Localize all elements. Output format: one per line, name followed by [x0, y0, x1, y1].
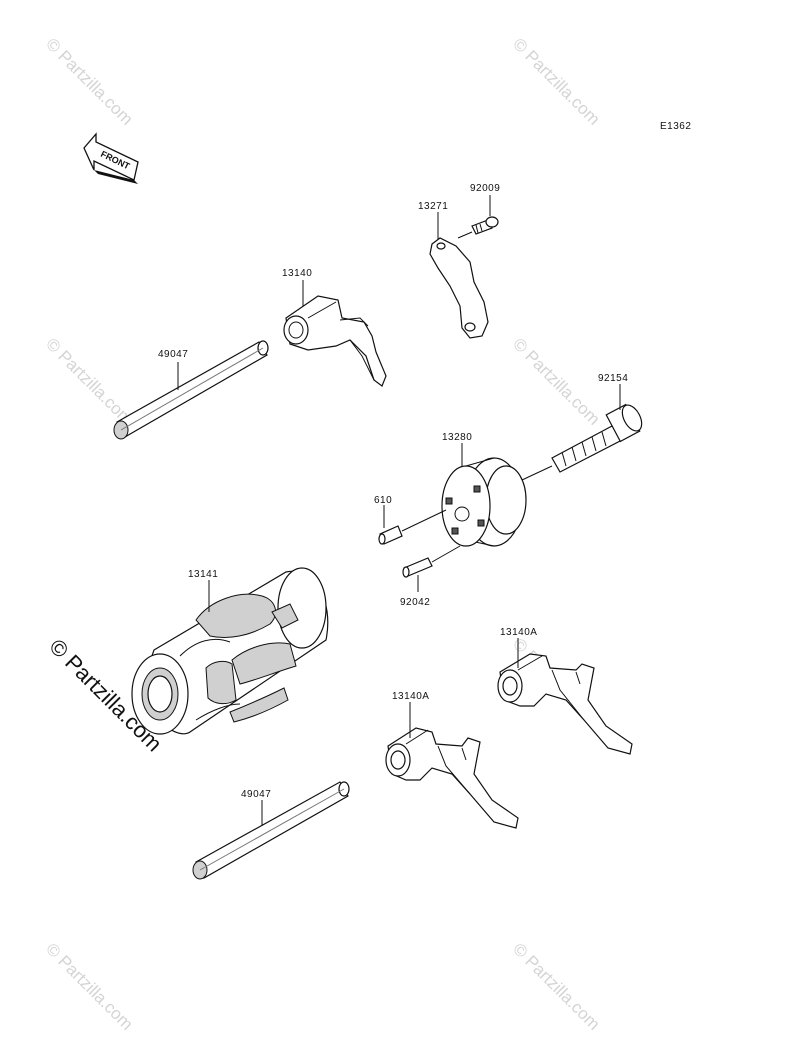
label-13271: 13271 [418, 201, 448, 212]
shift-drum-13141 [131, 567, 329, 735]
shift-fork-13140A-right [497, 653, 633, 755]
watermarks: © Partzilla.com © Partzilla.com © Partzi… [42, 34, 603, 1033]
plate-13271 [429, 237, 489, 339]
watermark: © Partzilla.com [42, 939, 136, 1033]
pin-92042 [402, 557, 433, 578]
label-49047-bottom: 49047 [241, 789, 271, 800]
watermark: © Partzilla.com [42, 34, 136, 128]
label-13140A-left: 13140A [392, 691, 429, 702]
shift-fork-13140A-left [385, 727, 519, 829]
label-92154: 92154 [598, 373, 628, 384]
shaft-49047-bottom [192, 781, 350, 880]
front-arrow-icon: FRONT [83, 132, 139, 184]
label-13141: 13141 [188, 569, 218, 580]
pin-610 [378, 525, 403, 545]
watermark: © Partzilla.com [509, 939, 603, 1033]
screw-92009 [471, 216, 499, 235]
label-92009: 92009 [470, 183, 500, 194]
label-13140: 13140 [282, 268, 312, 279]
shift-fork-13140 [283, 295, 387, 387]
holder-13280 [441, 457, 527, 547]
watermark: © Partzilla.com [42, 334, 136, 428]
label-13140A-right: 13140A [500, 627, 537, 638]
diagram-code: E1362 [660, 121, 691, 132]
watermark: © Partzilla.com [509, 34, 603, 128]
label-92042: 92042 [400, 597, 430, 608]
label-13280: 13280 [442, 432, 472, 443]
label-49047-top: 49047 [158, 349, 188, 360]
label-610: 610 [374, 495, 392, 506]
watermark: © Partzilla.com [509, 334, 603, 428]
shaft-49047-top [113, 340, 269, 440]
bolt-92154 [551, 403, 643, 473]
